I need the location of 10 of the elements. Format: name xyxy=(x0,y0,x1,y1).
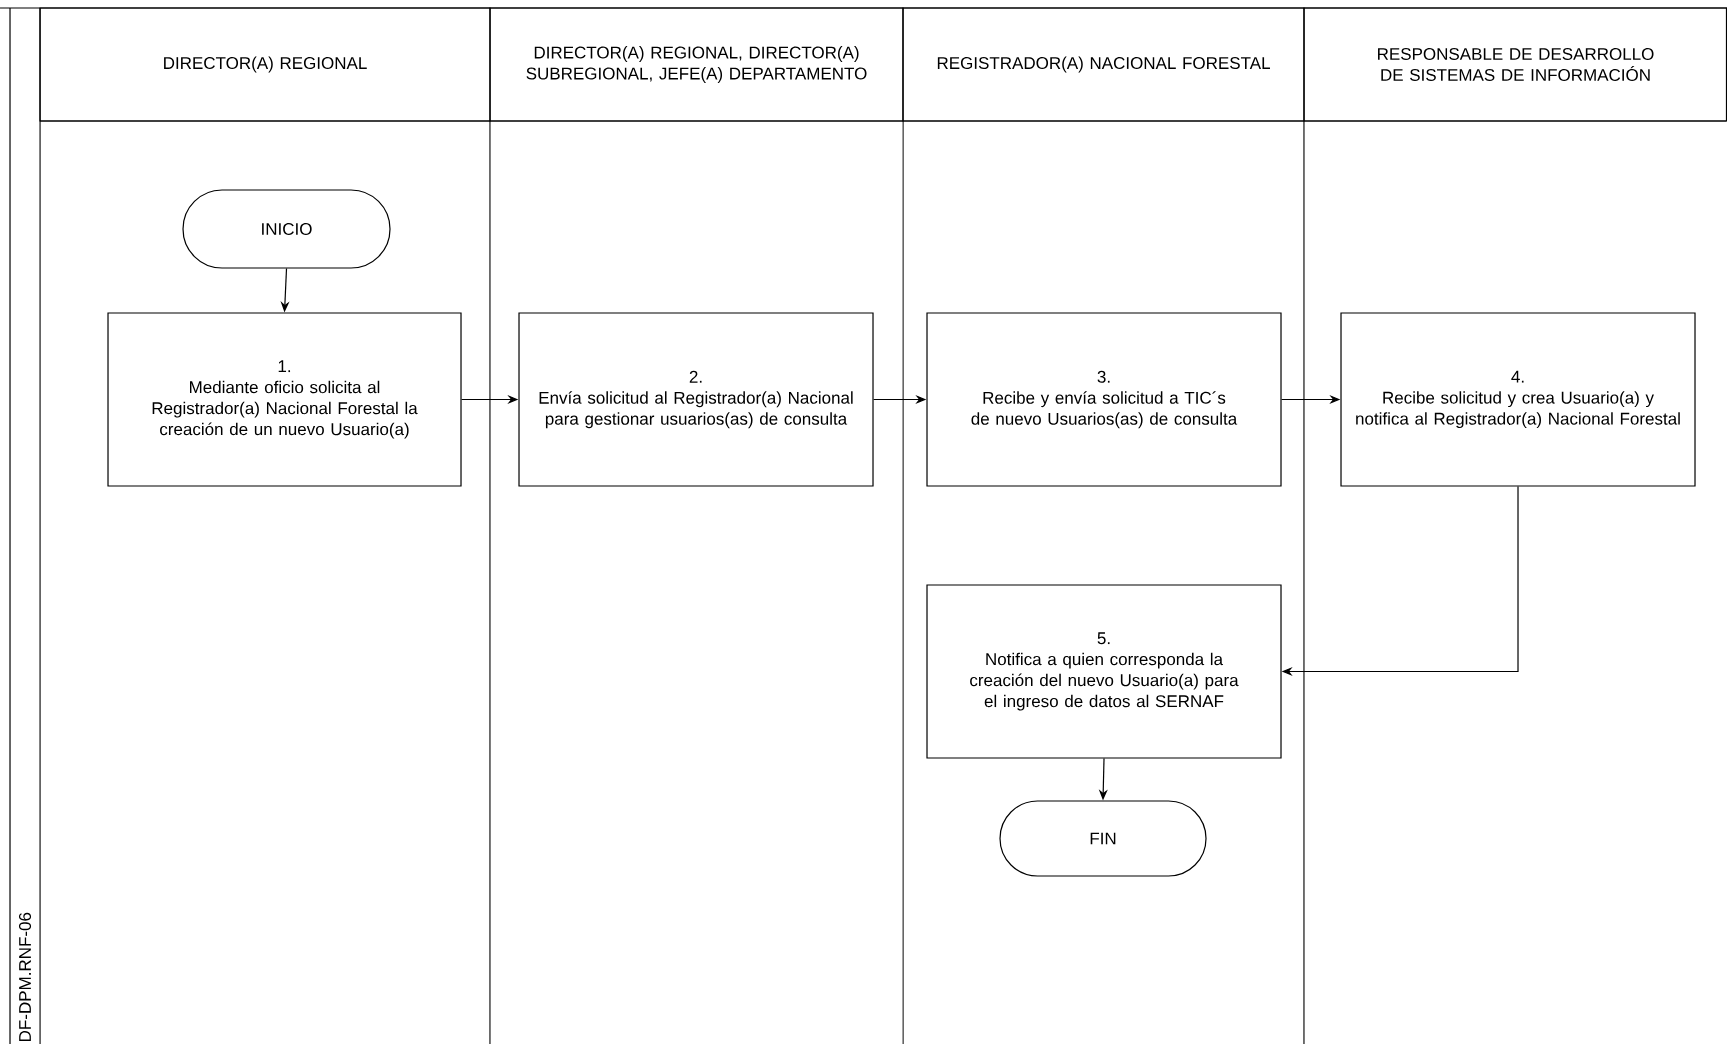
process-box: 5. Notifica a quien corresponda la creación del nuevo Usuario(a) para el ingreso de datos al SERNAF xyxy=(926,584,1282,759)
process-box: 1. Mediante oficio solicita al Registrador(a) Nacional Forestal la creación de un nuevo Usuario(a) xyxy=(107,312,462,487)
process-box: 2. Envía solicitud al Registrador(a) Nacional para gestionar usuarios(as) de consulta xyxy=(518,312,874,487)
lane-header: DIRECTOR(A) REGIONAL xyxy=(39,7,491,122)
lane-header: RESPONSABLE DE DESARROLLO DE SISTEMAS DE INFORMACIÓN xyxy=(1303,7,1727,122)
lane-header: DIRECTOR(A) REGIONAL, DIRECTOR(A) SUBREGIONAL, JEFE(A) DEPARTAMENTO xyxy=(489,7,904,122)
process-box: 3. Recibe y envía solicitud a TIC´s de nuevo Usuarios(as) de consulta xyxy=(926,312,1282,487)
lane-header: REGISTRADOR(A) NACIONAL FORESTAL xyxy=(902,7,1305,122)
document-code: DF-DPM.RNF-06 xyxy=(19,912,32,1041)
process-box: 4. Recibe solicitud y crea Usuario(a) y notifica al Registrador(a) Nacional Forestal xyxy=(1340,312,1696,487)
